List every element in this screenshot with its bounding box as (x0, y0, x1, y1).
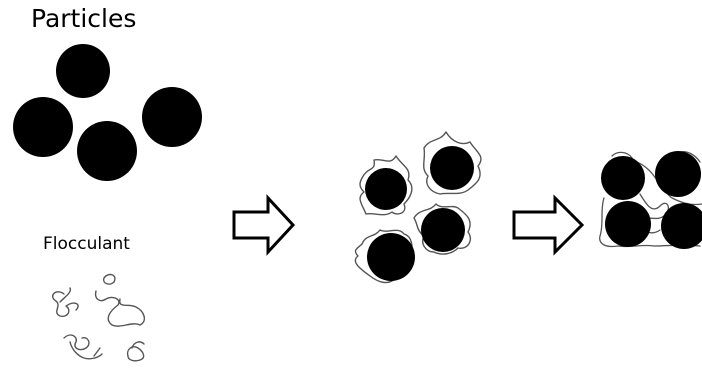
polymer-strand (94, 273, 146, 327)
polymer-strand (63, 334, 103, 360)
process-arrow (232, 194, 296, 256)
particle (421, 208, 465, 252)
particle (365, 168, 407, 210)
coated-particles (354, 131, 482, 284)
particle (13, 97, 73, 157)
particle (56, 44, 110, 98)
particle (605, 201, 651, 247)
floc-cluster (599, 150, 702, 249)
particle (661, 203, 702, 249)
particle (601, 156, 645, 200)
particle (367, 233, 415, 281)
flocculant-polymers (52, 273, 146, 362)
polymer-strand (126, 341, 145, 362)
particle (77, 121, 137, 181)
polymer-coating (359, 155, 413, 216)
polymer-bridge (599, 197, 701, 248)
particle (430, 146, 474, 190)
polymer-coating (423, 131, 482, 195)
particle (142, 87, 202, 147)
particle (655, 151, 701, 197)
polymer-strand (52, 287, 79, 318)
flocculant-label: Flocculant (43, 234, 130, 254)
process-arrow (512, 194, 585, 256)
particle-group (13, 44, 202, 181)
particles-label: Particles (31, 4, 137, 33)
